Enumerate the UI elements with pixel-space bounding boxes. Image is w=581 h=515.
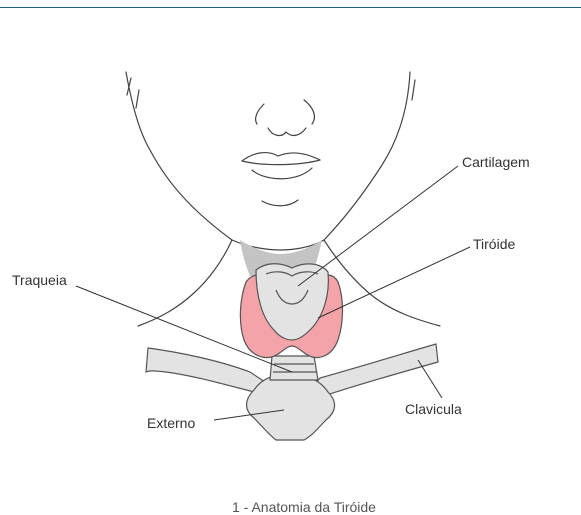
label-externo: Externo bbox=[147, 416, 195, 430]
label-traqueia: Traqueia bbox=[12, 273, 67, 287]
cartilagem-leader bbox=[298, 166, 458, 286]
label-cartilagem: Cartilagem bbox=[462, 155, 530, 169]
figure-caption: 1 - Anatomia da Tiróide bbox=[232, 500, 376, 514]
sternum bbox=[247, 374, 335, 440]
clavicula-leader bbox=[418, 360, 442, 398]
tiroide-leader bbox=[318, 247, 470, 318]
label-tiroide: Tiróide bbox=[473, 237, 515, 251]
label-clavicula: Clavicula bbox=[405, 402, 462, 416]
trachea bbox=[270, 356, 318, 380]
